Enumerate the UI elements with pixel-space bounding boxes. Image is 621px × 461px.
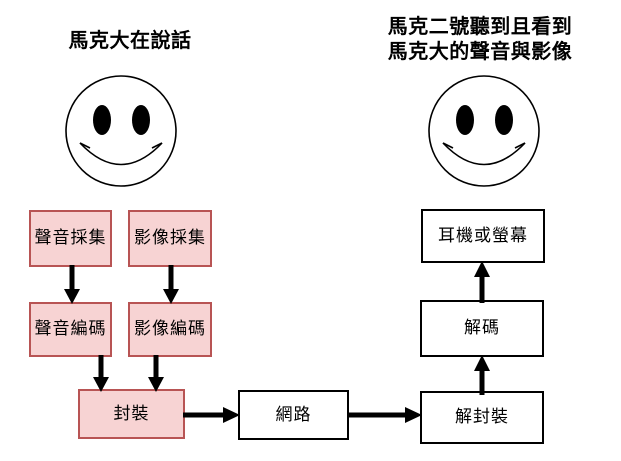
node-packetize[interactable]: 封裝 [78, 389, 185, 439]
node-video-capture[interactable]: 影像採集 [128, 210, 212, 267]
node-depacketize-label: 解封裝 [455, 407, 509, 427]
listener-smiley-face [428, 75, 540, 187]
speaker-smiley-face [65, 75, 177, 187]
arrow-audio-encode-to-packetize [93, 355, 109, 392]
node-network-label: 網路 [275, 404, 312, 425]
node-video-encode[interactable]: 影像編碼 [128, 302, 212, 357]
node-depacketize[interactable]: 解封裝 [420, 391, 544, 444]
arrow-network-to-depacketize [347, 407, 422, 423]
node-output-device-label: 耳機或螢幕 [438, 225, 528, 246]
page-title-right: 馬克二號聽到且看到 馬克大的聲音與影像 [387, 14, 573, 63]
arrow-video-capture-to-encode [163, 265, 179, 304]
node-audio-capture-label: 聲音採集 [34, 228, 107, 248]
node-video-capture-label: 影像採集 [134, 228, 206, 248]
node-decode-label: 解碼 [464, 318, 500, 338]
node-video-encode-label: 影像編碼 [134, 319, 206, 339]
node-decode[interactable]: 解碼 [420, 300, 544, 357]
node-audio-capture[interactable]: 聲音採集 [29, 210, 112, 267]
node-audio-encode-label: 聲音編碼 [34, 319, 107, 339]
node-output-device[interactable]: 耳機或螢幕 [421, 209, 545, 263]
arrow-packetize-to-network [183, 407, 240, 423]
arrow-audio-capture-to-encode [64, 265, 80, 304]
arrow-depacketize-to-decode [474, 355, 490, 395]
node-packetize-label: 封裝 [113, 403, 150, 424]
arrow-video-encode-to-packetize [148, 355, 164, 392]
page-title-left: 馬克大在說話 [68, 28, 192, 52]
node-audio-encode[interactable]: 聲音編碼 [29, 302, 112, 357]
arrow-decode-to-output-device [474, 261, 490, 303]
node-network[interactable]: 網路 [238, 390, 349, 440]
